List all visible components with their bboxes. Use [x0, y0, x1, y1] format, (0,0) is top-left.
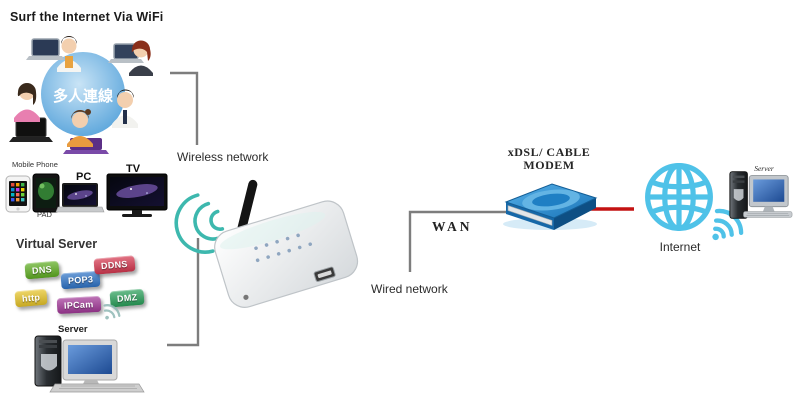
- virtual-server-heading: Virtual Server: [16, 237, 98, 251]
- mobile-phone-label: Mobile Phone: [12, 160, 58, 169]
- modem-label-line2: MODEM: [523, 157, 575, 172]
- wireless-network-label: Wireless network: [177, 150, 269, 164]
- laptop-icon: [9, 117, 53, 142]
- internet-globe-icon: [645, 163, 713, 231]
- modem-label-line1: xDSL/ CABLE: [507, 145, 591, 159]
- server-right-label: Server: [754, 164, 774, 173]
- laptop-icon: [26, 38, 65, 60]
- pc-laptop-icon: [55, 183, 105, 213]
- person-icon: [129, 40, 153, 76]
- connection-sphere: [41, 52, 125, 136]
- wifi-waves-icon: [174, 193, 225, 254]
- pc-label: PC: [76, 171, 92, 183]
- person-icon: [112, 89, 138, 128]
- person-icon: [57, 36, 81, 72]
- tablet-icon: [32, 173, 60, 213]
- wan-label: WAN: [432, 219, 473, 234]
- internet-server-icon: [729, 171, 793, 219]
- person-icon: [67, 109, 93, 147]
- wired-network-label: Wired network: [371, 282, 448, 296]
- server-computer-icon: [34, 335, 145, 393]
- wifi-small-icon: [103, 304, 121, 320]
- wan-connector: [408, 210, 530, 272]
- pad-label: PAD: [37, 210, 52, 219]
- server-left-label: Server: [58, 324, 88, 335]
- wifi-users-illustration: 多人連線: [9, 36, 153, 154]
- smartphone-icon: [5, 175, 31, 213]
- internet-label: Internet: [659, 240, 701, 254]
- modem-label: xDSL/ CABLE MODEM: [494, 146, 604, 171]
- wireless-bracket-top: [170, 71, 199, 145]
- person-icon: [14, 83, 40, 122]
- wireless-bracket-bottom: [167, 238, 200, 347]
- wireless-router-illustration: [174, 179, 359, 308]
- router-body: [214, 200, 359, 308]
- tv-label: TV: [126, 163, 141, 175]
- modem-icon: [503, 183, 598, 230]
- sphere-caption: 多人連線: [53, 87, 113, 105]
- page-title: Surf the Internet Via WiFi: [10, 10, 164, 24]
- tv-icon: [106, 173, 168, 217]
